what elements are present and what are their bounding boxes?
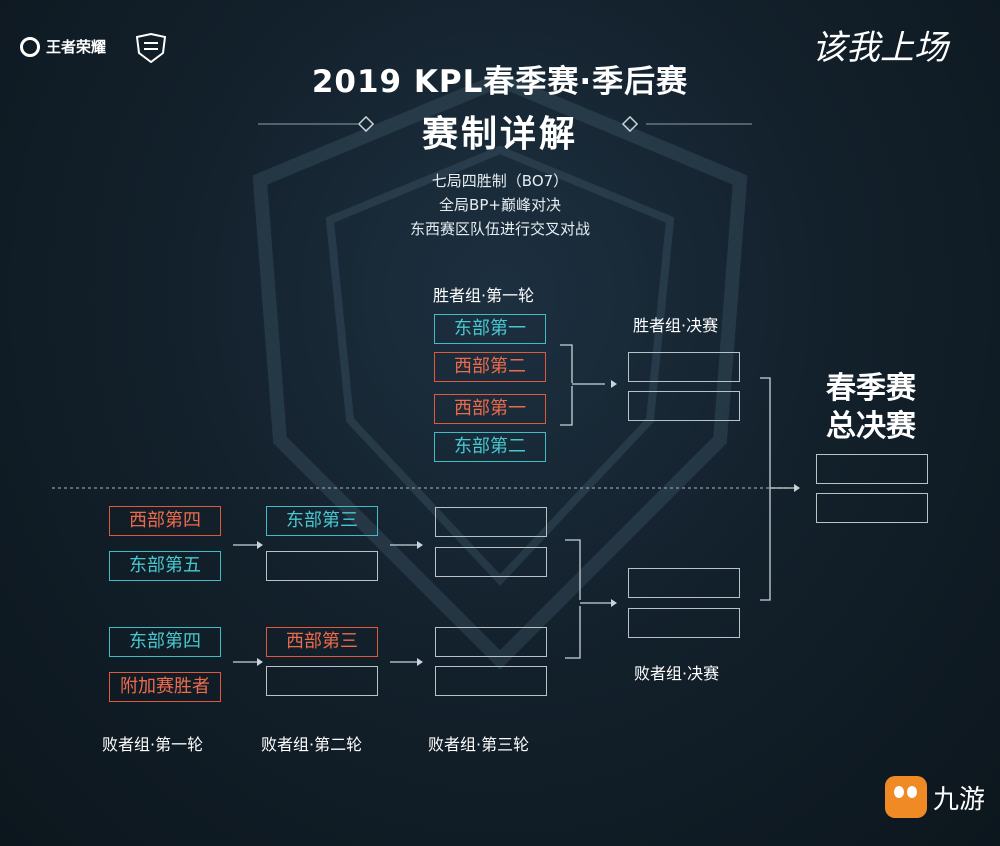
team-slot-grand-final-1 [816, 454, 928, 484]
winners-final-label: 胜者组·决赛 [633, 316, 719, 335]
page-subtitle: 赛制详解 [421, 114, 578, 155]
title-ornament-left [258, 116, 375, 132]
losers-round1-label: 败者组·第一轮 [102, 735, 204, 754]
team-slot-losers-r1-4: 附加赛胜者 [109, 672, 221, 702]
team-slot-winners-r1-4: 东部第二 [434, 432, 546, 462]
mascot-icon [885, 776, 927, 818]
team-slot-losers-r2-1: 东部第三 [266, 506, 378, 536]
rule-format: 七局四胜制（BO7） [431, 172, 569, 190]
team-slot-winners-final-1 [628, 352, 740, 382]
team-slot-losers-r3-2 [435, 547, 547, 577]
rule-crossover: 东西赛区队伍进行交叉对战 [409, 220, 590, 238]
honor-of-kings-icon [20, 36, 40, 57]
rule-bp: 全局BP+巅峰对决 [439, 196, 561, 214]
team-slot-winners-r1-1: 东部第一 [434, 314, 546, 344]
team-slot-losers-r2-2 [266, 551, 378, 581]
team-slot-losers-r1-1: 西部第四 [109, 506, 221, 536]
losers-final-label: 败者组·决赛 [634, 664, 720, 683]
team-slot-losers-r3-3 [435, 627, 547, 657]
site-watermark: 九游 [885, 776, 985, 818]
kpl-logo-icon [135, 33, 167, 63]
team-slot-losers-r1-2: 东部第五 [109, 551, 221, 581]
losers-round3-label: 败者组·第三轮 [428, 735, 530, 754]
title-ornament-right [621, 116, 752, 132]
grand-final-title-line1: 春季赛 [826, 371, 916, 406]
team-slot-losers-r1-3: 东部第四 [109, 627, 221, 657]
team-slot-winners-final-2 [628, 391, 740, 421]
kpl-emblem-background [252, 72, 748, 670]
page-title: 2019 KPL春季赛·季后赛 [311, 64, 689, 100]
winners-round1-label: 胜者组·第一轮 [433, 286, 535, 305]
honor-of-kings-logo: 王者荣耀 [20, 36, 106, 57]
team-slot-losers-r3-1 [435, 507, 547, 537]
team-slot-winners-r1-2: 西部第二 [434, 352, 546, 382]
grand-final-title-line2: 总决赛 [826, 409, 916, 444]
team-slot-losers-r2-3: 西部第三 [266, 627, 378, 657]
team-slot-losers-final-2 [628, 608, 740, 638]
team-slot-losers-r2-4 [266, 666, 378, 696]
slogan-logo: 该我上场 [812, 28, 948, 68]
grand-final-title: 春季赛 总决赛 [806, 370, 936, 446]
team-slot-grand-final-2 [816, 493, 928, 523]
team-slot-winners-r1-3: 西部第一 [434, 394, 546, 424]
team-slot-losers-final-1 [628, 568, 740, 598]
team-slot-losers-r3-4 [435, 666, 547, 696]
losers-round2-label: 败者组·第二轮 [261, 735, 363, 754]
